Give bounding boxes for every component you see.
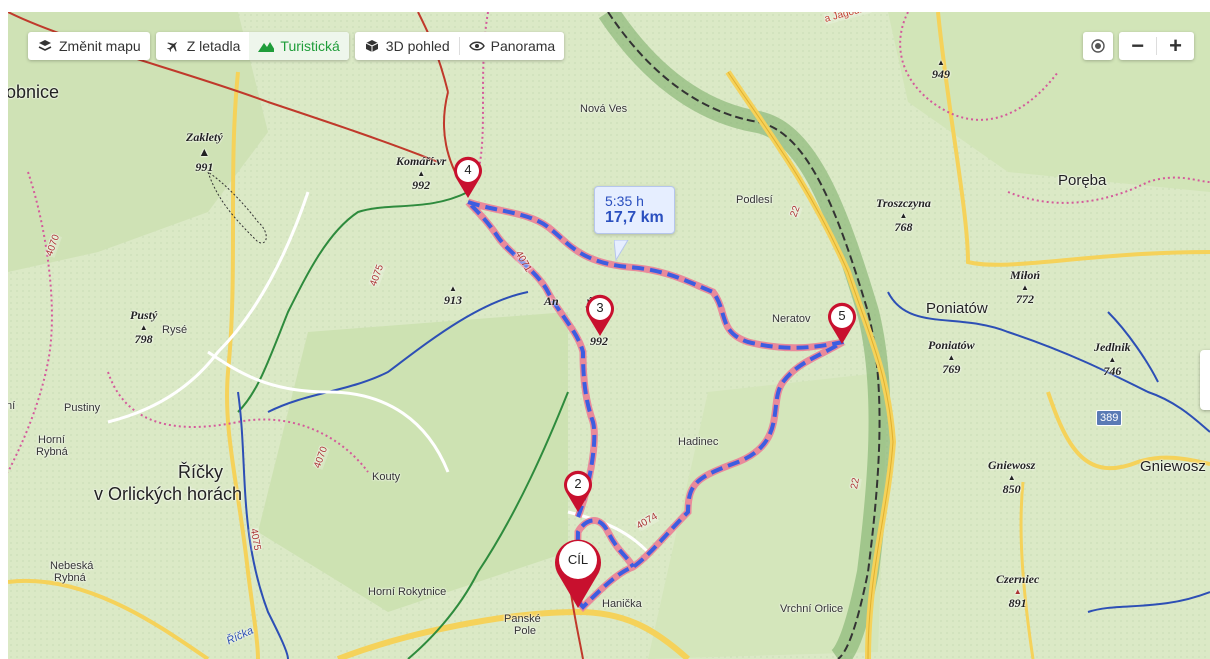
place-ricky-2: v Orlických horách — [94, 484, 243, 504]
3d-view-button[interactable]: 3D pohled — [355, 32, 459, 60]
mountain-icon — [258, 38, 275, 54]
locate-group — [1083, 32, 1114, 60]
side-panel-toggle[interactable] — [1200, 350, 1210, 410]
place-hadinec: Hadinec — [678, 436, 719, 448]
eye-icon — [468, 38, 485, 54]
layers-icon — [37, 38, 53, 54]
place-podlesi: Podlesí — [736, 194, 773, 206]
route-marker-2[interactable]: 2 — [562, 470, 594, 514]
zoom-in-button[interactable]: + — [1169, 33, 1182, 58]
tourist-map-button[interactable]: Turistická — [249, 32, 349, 60]
peak-komari: Komáří.vr▲992 — [396, 154, 447, 192]
peak-jedlnik: Jedlnik▲746 — [1094, 340, 1131, 378]
cube-icon — [364, 38, 380, 54]
place-panske-2: Pole — [514, 625, 537, 637]
route-info-bubble[interactable]: 5:35 h 17,7 km — [594, 186, 675, 234]
map-toolbar: Změnit mapu Z letadla Turistická 3D pohl… — [28, 32, 565, 60]
place-horni-rokytnice: Horní Rokytnice — [368, 586, 447, 598]
place-nova-ves: Nová Ves — [580, 103, 628, 115]
zoom-out-button[interactable]: − — [1131, 33, 1145, 58]
place-poniatow: Poniatów — [926, 300, 988, 317]
airplane-icon — [165, 38, 181, 54]
locate-button[interactable] — [1083, 32, 1113, 60]
peak-troszczyna: Troszczyna▲768 — [876, 196, 931, 234]
pin-icon — [586, 294, 614, 336]
place-kouty: Kouty — [372, 471, 401, 483]
peak-913: ▲913 — [444, 284, 462, 307]
place-vrchni-orlice: Vrchní Orlice — [780, 603, 844, 615]
place-poreba: Poręba — [1058, 172, 1107, 189]
place-neratov: Neratov — [772, 313, 811, 325]
place-obnice: obnice — [8, 82, 60, 102]
place-rysi: Rysé — [162, 324, 188, 336]
place-pustiny: Pustiny — [64, 402, 101, 414]
aerial-map-button[interactable]: Z letadla — [156, 32, 250, 60]
peak-949: ▲949 — [932, 58, 950, 81]
road-22-b: 22 — [849, 477, 862, 490]
target-icon — [1090, 38, 1106, 54]
bubble-pointer — [614, 240, 629, 262]
place-hanicka: Hanička — [602, 598, 642, 610]
peak-anensky-elevation: 992 — [590, 334, 608, 348]
change-map-button[interactable]: Změnit mapu — [28, 32, 150, 60]
pin-icon — [454, 156, 482, 198]
place-nebeska-2: Rybná — [54, 572, 86, 584]
zoom-divider — [1156, 37, 1158, 55]
pin-icon — [828, 302, 856, 344]
pin-icon — [564, 470, 592, 512]
route-marker-3[interactable]: 3 — [584, 294, 616, 338]
peak-pusty: Pustý▲798 — [130, 308, 158, 346]
place-ni: ní — [8, 400, 16, 412]
peak-gniewosz: Gniewosz▲850 — [988, 458, 1036, 496]
place-gniewosz: Gniewosz — [1140, 458, 1206, 475]
place-horni: Horní — [38, 434, 65, 446]
route-marker-finish[interactable]: CÍL — [552, 536, 604, 610]
peak-czerniec: Czerniec▲891 — [996, 572, 1040, 610]
zoom-controls: − + — [1083, 32, 1194, 60]
place-nebeska: Nebeská — [50, 560, 94, 572]
panorama-button[interactable]: Panorama — [460, 32, 565, 60]
peak-milon: Miłoń▲772 — [1010, 268, 1041, 306]
place-panske: Panské — [504, 613, 541, 625]
zoom-group: − + — [1119, 32, 1194, 60]
view-mode-group: 3D pohled Panorama — [354, 32, 565, 60]
map-canvas[interactable]: obnice Říčky v Orlických horách Nová Ves… — [8, 12, 1210, 659]
route-marker-5[interactable]: 5 — [826, 302, 858, 346]
peak-zakleti: Zakletý▲991 — [186, 130, 223, 174]
road-badge-389: 389 — [1096, 410, 1123, 426]
toolbar-divider — [458, 37, 460, 55]
place-ricky: Říčky — [178, 462, 223, 482]
change-map-group: Změnit mapu — [28, 32, 150, 60]
finish-pin-icon — [555, 539, 601, 608]
place-horni-2: Rybná — [36, 446, 68, 458]
map-type-group: Z letadla Turistická — [155, 32, 349, 60]
route-marker-4[interactable]: 4 — [452, 156, 484, 200]
route-time: 5:35 h — [605, 193, 644, 209]
peak-poniatow: Poniatów▲769 — [928, 338, 975, 376]
map-terrain — [8, 12, 1210, 659]
route-distance: 17,7 km — [605, 209, 664, 226]
